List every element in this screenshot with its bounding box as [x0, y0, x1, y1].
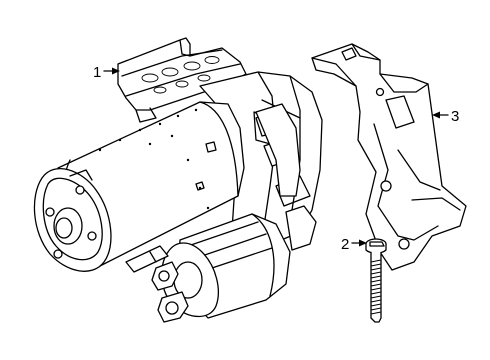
starter-motor [33, 71, 323, 323]
callout-1: 1 [93, 64, 120, 81]
callout-3: 3 [432, 108, 459, 125]
callout-label-1: 1 [93, 64, 101, 81]
callout-label-2: 2 [341, 236, 349, 253]
bolt-part [365, 238, 387, 323]
callout-label-3: 3 [451, 108, 459, 125]
bracket-part [311, 43, 467, 271]
callout-2: 2 [341, 236, 367, 253]
heat-shield-part [117, 37, 247, 123]
